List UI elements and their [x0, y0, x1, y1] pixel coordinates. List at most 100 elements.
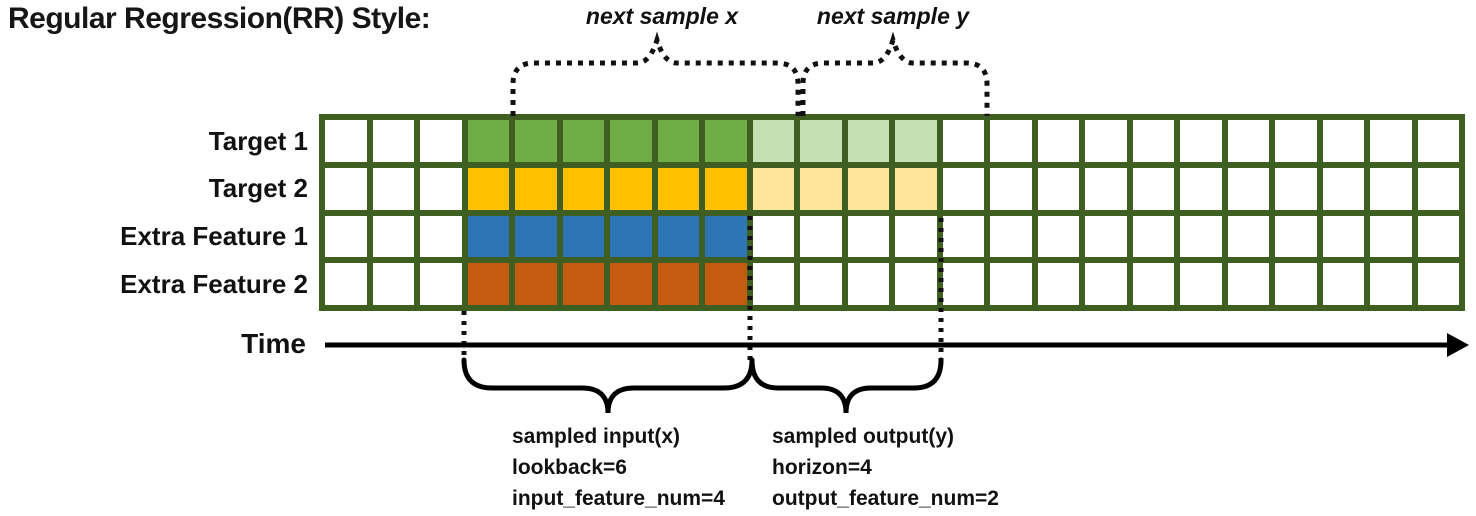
row-label-extra-feature-1: Extra Feature 1: [120, 221, 308, 251]
grid-cell: [990, 215, 1032, 258]
grid-cell: [752, 120, 794, 162]
grid-cell: [1180, 167, 1222, 210]
grid-cell: [942, 263, 984, 305]
next-sample-y-brace: [800, 31, 990, 116]
grid-cell: [942, 120, 984, 162]
grid-cell: [847, 120, 889, 162]
grid-cell: [657, 263, 699, 305]
grid-cell: [1417, 120, 1459, 162]
grid-cell: [1037, 263, 1079, 305]
sampled-input-title: sampled input(x): [512, 425, 681, 448]
grid-cell: [1370, 263, 1412, 305]
grid-cell: [1417, 215, 1459, 258]
next-sample-x-brace: [510, 31, 801, 116]
grid-cell: [1370, 120, 1412, 162]
grid-cell: [705, 215, 747, 258]
grid-cell: [515, 215, 557, 258]
grid-cell: [562, 167, 604, 210]
grid-cell: [1275, 167, 1317, 210]
grid-cell: [847, 167, 889, 210]
time-series-grid: [319, 114, 1465, 311]
grid-cell: [610, 167, 652, 210]
grid-cell: [372, 167, 414, 210]
grid-cell: [1037, 167, 1079, 210]
output-feature-num-value: output_feature_num=2: [772, 487, 999, 510]
grid-cell: [705, 120, 747, 162]
grid-cell: [800, 120, 842, 162]
row-label-target-2: Target 2: [208, 173, 308, 203]
grid-cell: [1370, 215, 1412, 258]
grid-cell: [990, 120, 1032, 162]
grid-cell: [1180, 120, 1222, 162]
grid-cell: [610, 215, 652, 258]
grid-cell: [847, 263, 889, 305]
lookback-value: lookback=6: [512, 456, 627, 479]
row-label-extra-feature-2: Extra Feature 2: [120, 269, 308, 299]
row-label-target-1: Target 1: [208, 126, 308, 156]
grid-cell: [515, 120, 557, 162]
sampled-input-brace: [461, 357, 755, 414]
grid-cell: [1132, 215, 1174, 258]
grid-cell: [1085, 120, 1127, 162]
grid-cell: [1275, 263, 1317, 305]
grid-cell: [325, 263, 367, 305]
sampled-input-caption: sampled input(x) lookback=6 input_featur…: [512, 421, 725, 514]
grid-cell: [800, 263, 842, 305]
grid-cell: [705, 167, 747, 210]
grid-cell: [325, 215, 367, 258]
grid-cell: [467, 263, 509, 305]
grid-cell: [752, 263, 794, 305]
grid-cell: [895, 263, 937, 305]
grid-cell: [562, 263, 604, 305]
grid-cell: [420, 120, 462, 162]
grid-cell: [562, 120, 604, 162]
sampled-output-brace: [749, 357, 944, 414]
grid-cell: [990, 263, 1032, 305]
grid-cell: [752, 215, 794, 258]
grid-cell: [1132, 167, 1174, 210]
next-sample-y-label: next sample y: [816, 3, 970, 29]
grid-cell: [420, 263, 462, 305]
grid-cell: [942, 215, 984, 258]
grid-cell: [1180, 263, 1222, 305]
grid-cell: [657, 120, 699, 162]
horizon-value: horizon=4: [772, 456, 872, 479]
grid-cell: [1037, 215, 1079, 258]
grid-cell: [800, 215, 842, 258]
diagram-title: Regular Regression(RR) Style:: [8, 2, 431, 35]
grid-cell: [705, 263, 747, 305]
grid-cell: [1417, 167, 1459, 210]
grid-cell: [372, 215, 414, 258]
grid-cell: [610, 120, 652, 162]
grid-cell: [657, 167, 699, 210]
grid-cell: [467, 215, 509, 258]
grid-cell: [1180, 215, 1222, 258]
grid-cell: [990, 167, 1032, 210]
grid-cell: [800, 167, 842, 210]
grid-cell: [847, 215, 889, 258]
grid-cell: [515, 167, 557, 210]
grid-cell: [1322, 167, 1364, 210]
grid-cell: [752, 167, 794, 210]
grid-cell: [467, 120, 509, 162]
grid-cell: [657, 215, 699, 258]
grid-cell: [1227, 120, 1269, 162]
grid-cell: [1322, 263, 1364, 305]
grid-cell: [420, 167, 462, 210]
grid-cell: [1085, 167, 1127, 210]
grid-cell: [1322, 215, 1364, 258]
grid-cell: [1132, 120, 1174, 162]
time-axis-label: Time: [241, 328, 306, 359]
grid-cell: [1370, 167, 1412, 210]
grid-cell: [325, 167, 367, 210]
grid-cell: [1037, 120, 1079, 162]
time-arrow-head: [1447, 333, 1469, 357]
grid-cell: [1227, 263, 1269, 305]
input-feature-num-value: input_feature_num=4: [512, 487, 725, 510]
grid-cell: [325, 120, 367, 162]
grid-cell: [1275, 215, 1317, 258]
grid-cell: [1275, 120, 1317, 162]
grid-cell: [420, 215, 462, 258]
grid-cell: [467, 167, 509, 210]
